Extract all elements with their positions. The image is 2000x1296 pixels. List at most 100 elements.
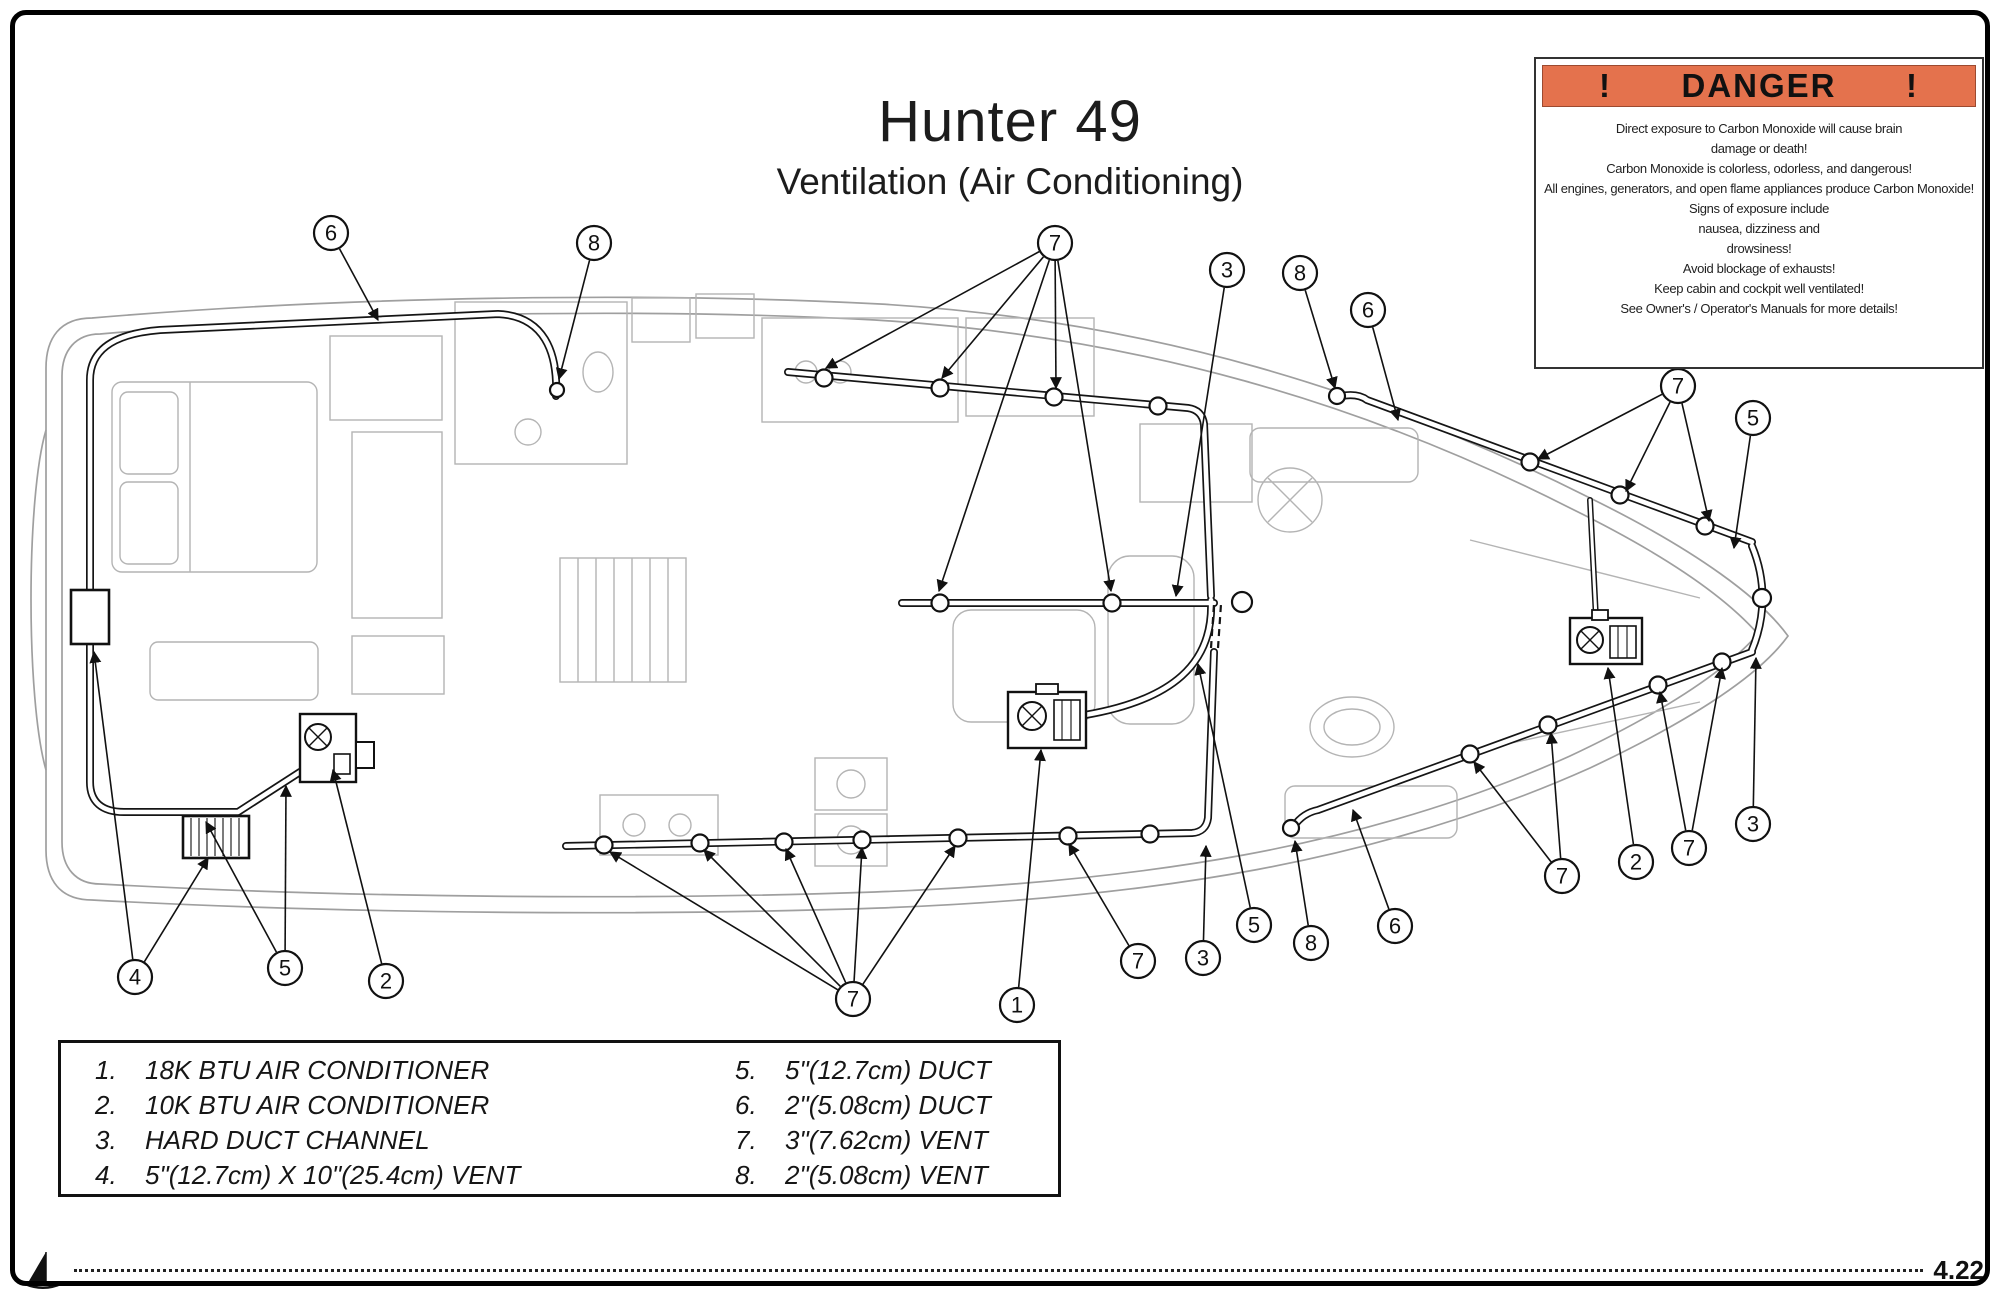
duct-vent-icon [1695,516,1715,536]
callout-6: 6 [1351,808,1414,945]
legend-item-number: 5. [735,1055,757,1085]
svg-text:8: 8 [588,231,600,256]
callout-7: 7 [1473,731,1581,895]
callout-5: 5 [1729,399,1772,550]
danger-line: Avoid blockage of exhausts! [1682,261,1836,276]
legend-item-number: 3. [95,1125,117,1155]
svg-text:6: 6 [1362,298,1374,323]
legend-item-number: 7. [735,1125,757,1155]
page-title: Hunter 49 [878,89,1142,154]
duct-vent-icon [548,381,566,399]
duct-vent-icon [1140,824,1160,844]
callout-7: 7 [824,224,1116,593]
duct-vent-icon [690,833,710,853]
duct-vent-icon [774,832,794,852]
callout-7: 7 [1536,367,1713,523]
ac-unit-18k-center [1006,683,1088,750]
duct-vent-icon [594,835,614,855]
svg-text:8: 8 [1305,931,1317,956]
hull-outline [30,296,1790,914]
legend-item: 3.HARD DUCT CHANNEL [95,1125,735,1156]
danger-header: ! DANGER ! [1542,65,1976,107]
duct-vent-icon [1751,587,1773,609]
danger-warning-text: Direct exposure to Carbon Monoxide will … [1536,113,1982,319]
duct-vent-icon [930,593,950,613]
callout-5: 5 [205,784,304,987]
legend-item: 8. 2"(5.08cm) VENT [735,1160,991,1191]
page-subtitle: Ventilation (Air Conditioning) [776,161,1244,202]
legend-item-text: 5"(12.7cm) DUCT [785,1055,991,1085]
svg-text:6: 6 [1389,914,1401,939]
duct-vent-icon [948,828,968,848]
footer-dotted-rule [74,1268,1924,1272]
svg-text:7: 7 [1683,836,1695,861]
svg-text:7: 7 [1556,864,1568,889]
danger-warning-box: ! DANGER ! Direct exposure to Carbon Mon… [1534,57,1984,369]
svg-text:8: 8 [1294,261,1306,286]
callout-3: 3 [1171,251,1246,598]
legend-column-right: 5. 5"(12.7cm) DUCT 6.2"(5.08cm) DUCT 7. 3"(7… [735,1055,991,1194]
legend-item: 4. 5"(12.7cm) X 10"(25.4cm) VENT [95,1160,735,1191]
danger-line: drowsiness! [1726,241,1792,256]
svg-text:5: 5 [1248,913,1260,938]
legend-item-number: 1. [95,1055,117,1085]
callout-7: 7 [1656,666,1726,867]
svg-text:6: 6 [325,221,337,246]
duct-vent-icon [1230,590,1254,614]
svg-text:2: 2 [380,969,392,994]
svg-text:4: 4 [129,965,141,990]
duct-vent-icon [1327,386,1347,406]
legend-item-number: 8. [735,1160,757,1190]
legend-item-number: 4. [95,1160,117,1190]
svg-text:5: 5 [1747,406,1759,431]
legend-item: 2.10K BTU AIR CONDITIONER [95,1090,735,1121]
floorplan-furniture [111,293,1701,867]
page-footer: 4.22 [22,1250,1984,1290]
callout-3: 3 [1734,656,1772,843]
legend-item: 6.2"(5.08cm) DUCT [735,1090,991,1121]
callout-1: 1 [998,748,1046,1024]
duct-vent-icon [1058,826,1078,846]
vent-5x10-aft [181,814,251,860]
danger-line: Direct exposure to Carbon Monoxide will … [1615,121,1903,136]
duct-vent-icon [1148,396,1168,416]
callout-5: 5 [1194,662,1273,944]
svg-text:5: 5 [279,956,291,981]
callout-7: 7 [1068,842,1157,980]
svg-text:7: 7 [1672,374,1684,399]
callout-6: 6 [1349,291,1401,422]
title-block: Hunter 49 Ventilation (Air Conditioning) [510,88,1510,203]
callout-6: 6 [312,214,379,322]
sailboat-logo-icon [24,1252,64,1289]
svg-text:3: 3 [1197,946,1209,971]
legend-item-text: 5"(12.7cm) X 10"(25.4cm) VENT [145,1160,521,1190]
legend-item-text: 3"(7.62cm) VENT [785,1125,988,1155]
ac-stub-duct-core [1588,498,1598,620]
ac-unit-10k-bow [1568,609,1644,666]
legend-item-number: 6. [735,1090,757,1120]
page-number: 4.22 [1933,1254,1984,1285]
danger-bang-left: ! [1599,67,1612,104]
legend-item: 7. 3"(7.62cm) VENT [735,1125,991,1156]
danger-line: All engines, generators, and open flame … [1544,181,1974,196]
legend-item-text: 2"(5.08cm) VENT [785,1160,988,1190]
duct-vent-icon [1538,715,1558,735]
svg-text:3: 3 [1221,258,1233,283]
callout-4: 4 [89,650,209,996]
danger-line: nausea, dizziness and [1698,221,1820,236]
danger-title: DANGER [1681,67,1837,104]
danger-bang-right: ! [1905,67,1919,104]
callout-3: 3 [1184,844,1222,977]
duct-vent-icon [1712,652,1732,672]
svg-text:7: 7 [1132,949,1144,974]
duct-vent-icon [1460,744,1480,764]
duct-vent-icon [1102,593,1122,613]
svg-text:3: 3 [1747,812,1759,837]
duct-vents [548,368,1773,855]
danger-line: damage or death! [1710,141,1808,156]
